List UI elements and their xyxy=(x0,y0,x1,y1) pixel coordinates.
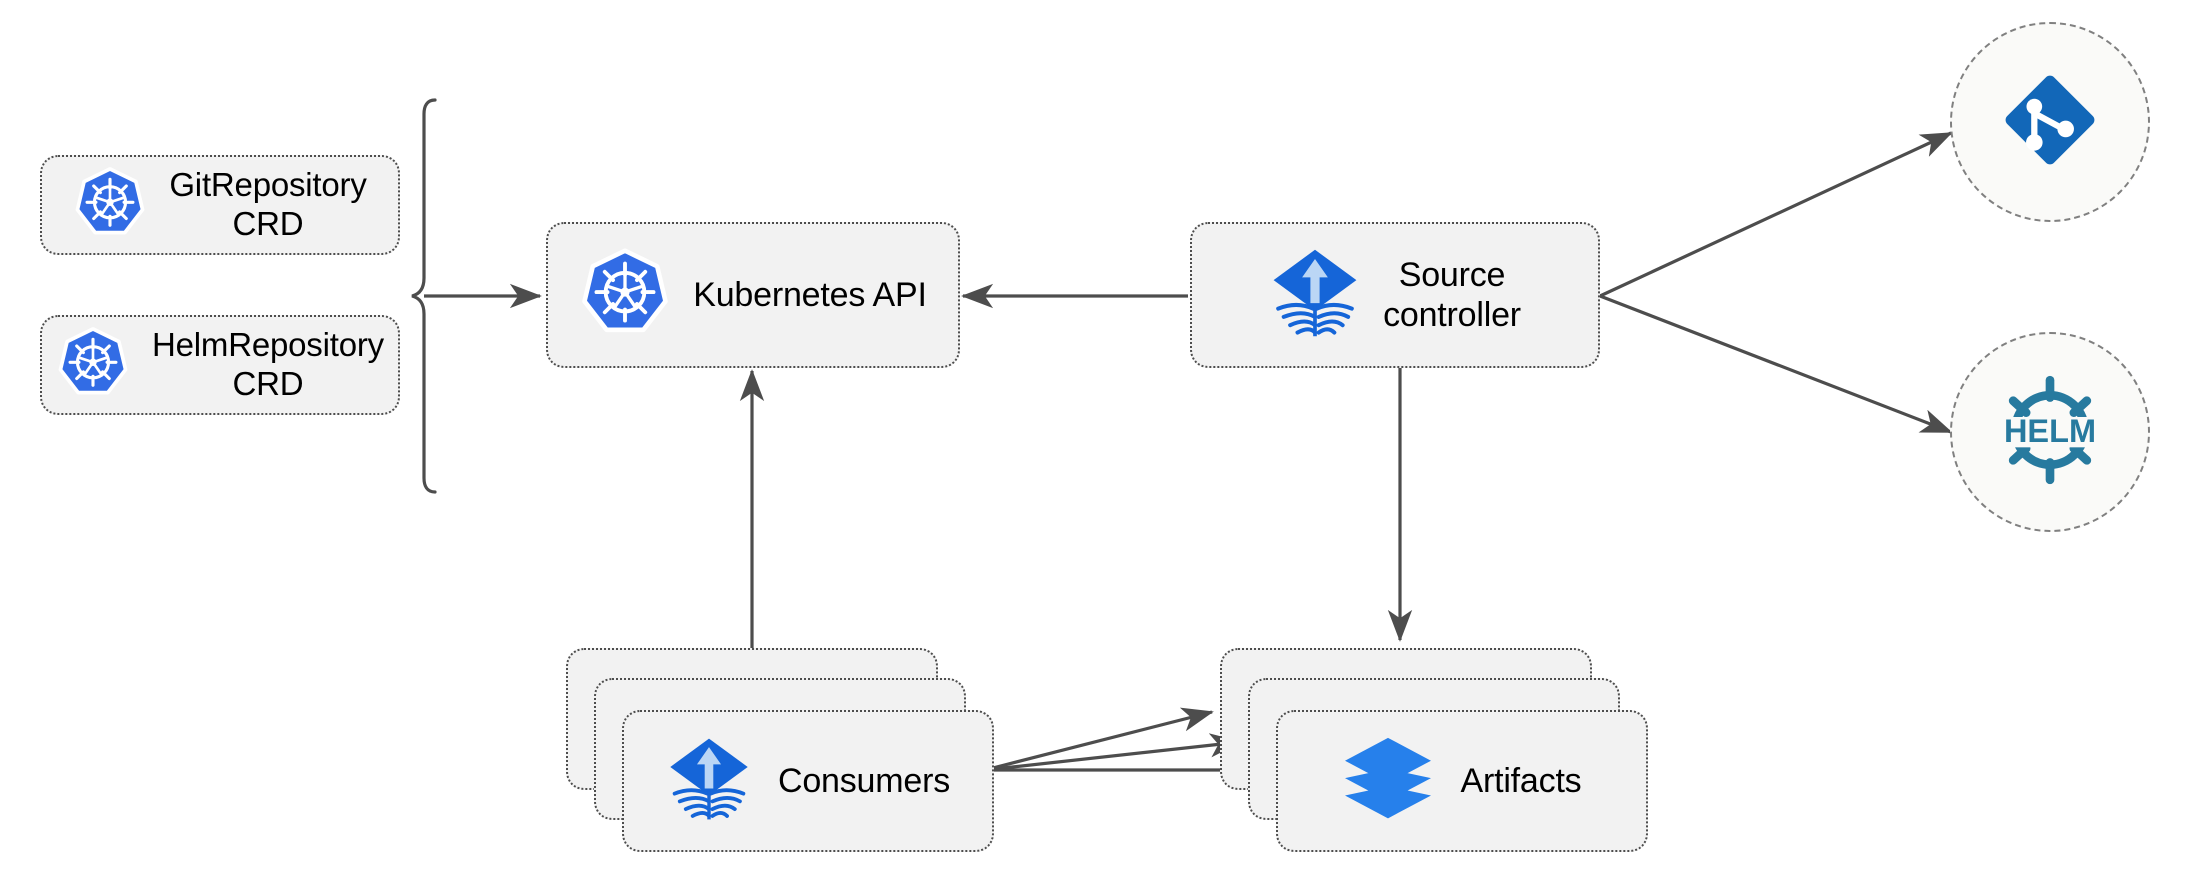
node-label: Artifacts xyxy=(1460,761,1582,800)
node-label: HelmRepository CRD xyxy=(152,326,384,402)
edge-source-controller-to-git xyxy=(1599,131,1953,298)
kubernetes-icon xyxy=(73,166,147,245)
helm-icon: HELM xyxy=(1985,365,2115,500)
node-helmrepository-crd[interactable]: HelmRepository CRD xyxy=(40,315,400,415)
node-source-controller[interactable]: Source controller xyxy=(1190,222,1600,368)
layers-icon xyxy=(1342,736,1434,827)
stack-card-front[interactable]: Consumers xyxy=(622,710,994,852)
git-icon xyxy=(1994,64,2106,181)
node-label: GitRepository CRD xyxy=(169,166,367,242)
node-helm-source[interactable]: HELM xyxy=(1950,332,2150,532)
helm-wordmark: HELM xyxy=(2004,412,2096,448)
node-kubernetes-api[interactable]: Kubernetes API xyxy=(546,222,960,368)
crd-group-brace xyxy=(411,98,437,494)
node-gitrepository-crd[interactable]: GitRepository CRD xyxy=(40,155,400,255)
node-git-source[interactable] xyxy=(1950,22,2150,222)
kubernetes-icon xyxy=(579,247,671,344)
edge-consumers-to-artifacts-back xyxy=(984,707,1214,772)
node-label: Source controller xyxy=(1383,255,1521,334)
stack-card-front[interactable]: Artifacts xyxy=(1276,710,1648,852)
node-label: Kubernetes API xyxy=(693,275,927,314)
node-consumers[interactable]: Consumers xyxy=(566,648,994,860)
flux-icon xyxy=(666,733,752,830)
node-label: Consumers xyxy=(777,761,951,800)
kubernetes-icon xyxy=(56,326,130,405)
node-artifacts[interactable]: Artifacts xyxy=(1220,648,1648,860)
edge-consumers-to-artifacts-mid xyxy=(984,733,1242,772)
edge-source-controller-to-helm xyxy=(1599,294,1953,434)
flux-icon xyxy=(1269,244,1361,347)
